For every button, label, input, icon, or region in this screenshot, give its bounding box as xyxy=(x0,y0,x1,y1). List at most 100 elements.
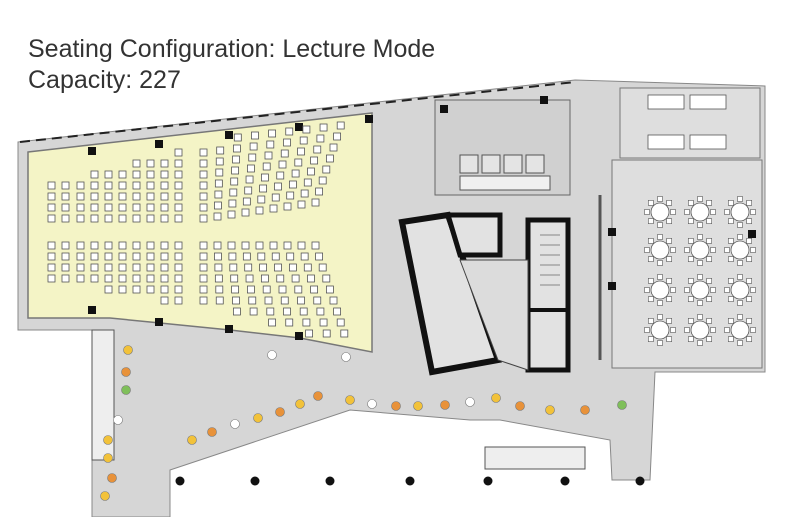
table xyxy=(689,134,727,150)
chair xyxy=(276,274,285,283)
column xyxy=(440,105,448,113)
chair xyxy=(706,296,712,302)
chair xyxy=(199,170,208,179)
chair xyxy=(697,222,703,228)
chair xyxy=(271,193,280,202)
chair xyxy=(666,318,672,324)
chair xyxy=(706,318,712,324)
chair xyxy=(288,263,297,272)
chair xyxy=(311,198,320,207)
chair xyxy=(684,327,690,333)
chair xyxy=(61,214,70,223)
chair xyxy=(648,200,654,206)
chair xyxy=(104,274,113,283)
chair xyxy=(118,192,127,201)
chair xyxy=(269,204,278,213)
chair xyxy=(118,274,127,283)
chair xyxy=(666,256,672,262)
chair xyxy=(232,296,240,305)
column xyxy=(295,332,303,340)
plaza-chair xyxy=(367,399,377,409)
chair xyxy=(697,274,703,280)
chair xyxy=(750,247,756,253)
chair xyxy=(648,318,654,324)
column xyxy=(635,476,645,486)
plaza-chair xyxy=(100,491,110,501)
chair xyxy=(688,318,694,324)
column xyxy=(155,318,163,326)
chair xyxy=(104,214,113,223)
chair xyxy=(104,252,113,261)
column xyxy=(483,476,493,486)
chair xyxy=(697,340,703,346)
chair xyxy=(274,182,282,191)
chair xyxy=(318,176,327,185)
chair xyxy=(104,203,113,212)
chair xyxy=(268,129,277,138)
chair xyxy=(724,287,730,293)
chair xyxy=(232,155,240,164)
column xyxy=(405,476,415,486)
chair xyxy=(90,252,99,261)
chair xyxy=(333,307,342,316)
chair xyxy=(724,327,730,333)
chair xyxy=(174,263,183,272)
chair xyxy=(262,285,271,294)
chair xyxy=(241,241,250,250)
chair xyxy=(666,278,672,284)
chair xyxy=(325,285,334,294)
chair xyxy=(310,156,319,165)
chair xyxy=(313,296,322,305)
chair xyxy=(214,274,223,283)
plaza-chair xyxy=(253,413,263,423)
chair xyxy=(61,203,70,212)
chair xyxy=(299,136,308,145)
chair xyxy=(283,202,292,211)
plaza-chair xyxy=(440,400,450,410)
chair xyxy=(259,263,268,272)
chair xyxy=(697,260,703,266)
chair xyxy=(737,222,743,228)
chair xyxy=(160,274,169,283)
chair xyxy=(264,296,273,305)
chair xyxy=(644,287,650,293)
chair xyxy=(160,192,169,201)
round-table xyxy=(650,320,670,340)
chair xyxy=(737,260,743,266)
chair xyxy=(706,336,712,342)
chair xyxy=(47,181,56,190)
chair xyxy=(728,296,734,302)
chair xyxy=(706,238,712,244)
chair xyxy=(300,189,309,198)
chair xyxy=(286,191,295,200)
chair xyxy=(322,274,331,283)
chair xyxy=(174,159,183,168)
chair xyxy=(648,296,654,302)
chair xyxy=(255,206,264,215)
chair xyxy=(214,201,222,210)
chair xyxy=(294,158,303,167)
plaza-chair xyxy=(295,399,305,409)
chair xyxy=(340,329,349,338)
chair xyxy=(228,252,237,261)
chair xyxy=(146,252,155,261)
chair xyxy=(160,159,169,168)
chair xyxy=(61,241,70,250)
chair xyxy=(174,285,183,294)
chair xyxy=(657,222,663,228)
chair xyxy=(174,241,183,250)
chair xyxy=(737,234,743,240)
chair xyxy=(251,131,259,140)
chair xyxy=(199,181,208,190)
chair xyxy=(285,318,294,327)
chair xyxy=(146,192,155,201)
chair xyxy=(724,247,730,253)
chair xyxy=(657,260,663,266)
building-core xyxy=(398,211,571,376)
column xyxy=(365,115,373,123)
round-table xyxy=(730,320,750,340)
chair xyxy=(280,296,289,305)
chair xyxy=(146,181,155,190)
plaza-chair xyxy=(107,473,117,483)
chair xyxy=(316,307,325,316)
